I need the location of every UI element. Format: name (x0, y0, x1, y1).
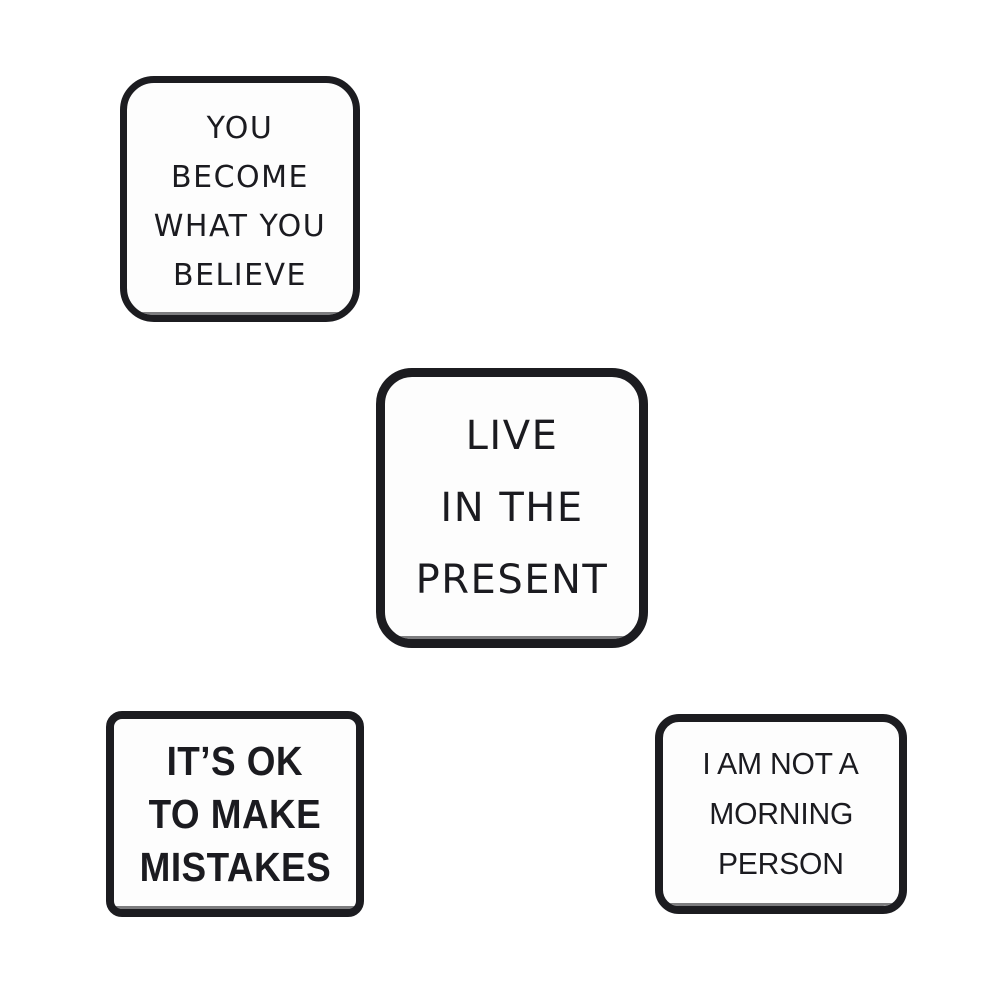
you-become-what-you-believe-pin[interactable]: YOU BECOME WHAT YOU BELIEVE (120, 76, 360, 322)
pin-line: LIVE (465, 413, 559, 459)
pin-line: IN THE (440, 485, 584, 531)
pin-line: YOU (206, 111, 274, 146)
pin-line: MISTAKES (139, 843, 331, 890)
live-in-the-present-pin[interactable]: LIVE IN THE PRESENT (376, 368, 648, 648)
its-ok-to-make-mistakes-pin[interactable]: IT’S OK TO MAKE MISTAKES (106, 711, 364, 917)
pin-line: TO MAKE (148, 790, 322, 837)
pin-line: IT’S OK (166, 737, 304, 784)
pin-line: MORNING (709, 796, 853, 831)
pin-line: BELIEVE (172, 258, 308, 293)
pin-line: BECOME (171, 160, 309, 195)
i-am-not-a-morning-person-pin[interactable]: I AM NOT A MORNING PERSON (655, 714, 907, 914)
pin-line: WHAT YOU (153, 209, 327, 244)
pin-line: PRESENT (415, 557, 609, 603)
pin-line: PERSON (718, 846, 844, 881)
pin-line: I AM NOT A (702, 746, 860, 781)
